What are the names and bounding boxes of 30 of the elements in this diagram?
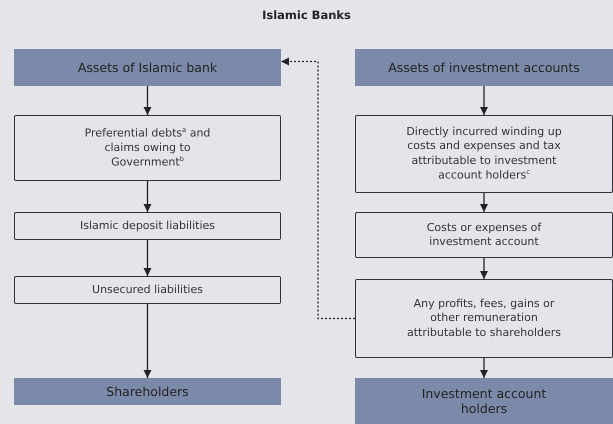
process-box [355, 115, 613, 193]
header-box [355, 378, 613, 424]
arrow [480, 193, 488, 212]
dashed-arrow [281, 58, 355, 320]
arrow [144, 86, 152, 115]
box-text: Assets of Islamic bank [78, 60, 218, 75]
process-box [14, 276, 281, 304]
box-text: Islamic deposit liabilities [80, 218, 216, 234]
box-text: Directly incurred winding up costs and expenses and tax attributable to investment account holders$^{c}$ [405, 125, 563, 183]
header-box [14, 378, 281, 405]
arrow [144, 181, 152, 212]
process-box [14, 115, 281, 181]
process-box [14, 212, 281, 240]
box-text: Unsecured liabilities [92, 282, 203, 298]
header-box [14, 49, 281, 86]
process-box [355, 279, 613, 358]
header-box [355, 49, 613, 86]
diagram-title: Islamic Banks [261, 8, 352, 22]
box-text: Any profits, fees, gains or other remuneration attributable to shareholders [406, 297, 562, 340]
box-text: Preferential debts$^{a}$ and claims owing to Government$^{b}$ [84, 126, 212, 170]
arrow [480, 258, 488, 279]
box-text: Costs or expenses of investment account [426, 220, 542, 250]
box-text: Assets of investment accounts [388, 60, 580, 75]
arrow [480, 358, 488, 378]
box-text: Shareholders [106, 384, 189, 399]
arrow [144, 304, 152, 378]
arrow [144, 240, 152, 276]
process-box [355, 212, 613, 258]
box-text: Investment account holders [420, 386, 548, 416]
arrow [480, 86, 488, 115]
